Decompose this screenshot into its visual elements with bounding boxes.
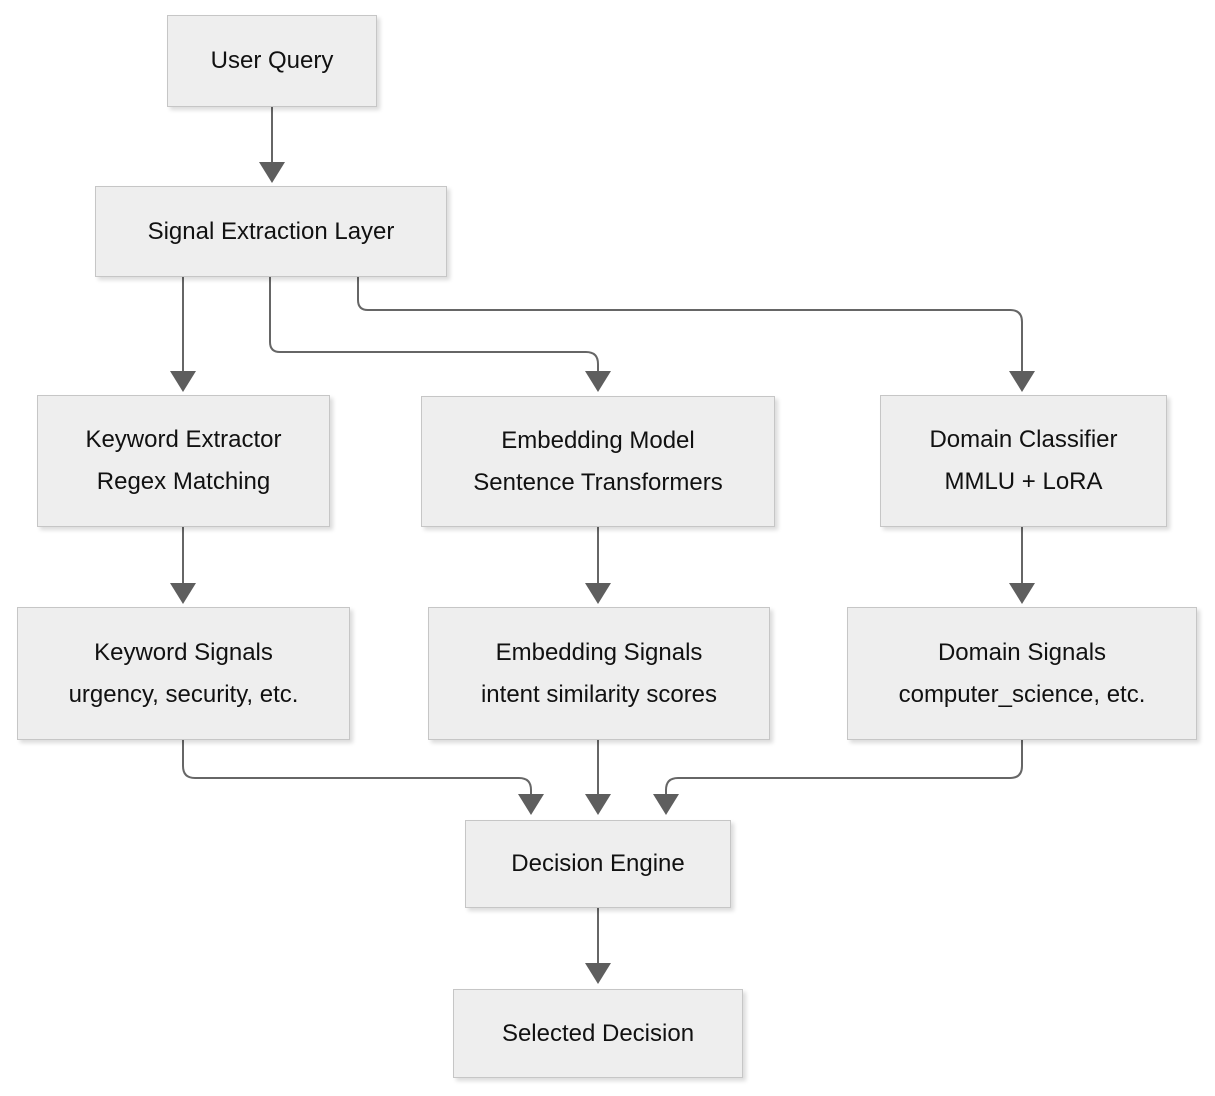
- arrowhead-icon: [585, 371, 611, 392]
- arrowhead-icon: [259, 162, 285, 183]
- node-selected-decision: Selected Decision: [453, 989, 743, 1078]
- node-label: Signal Extraction Layer: [147, 217, 395, 245]
- edge-signal-extraction-to-domain-classifier: [357, 277, 1035, 392]
- node-sublabel: intent similarity scores: [480, 680, 718, 708]
- node-decision-engine: Decision Engine: [465, 820, 731, 908]
- edge-user-query-to-signal-extraction: [259, 107, 285, 183]
- node-embedding-signals: Embedding Signals intent similarity scor…: [428, 607, 770, 740]
- node-sublabel: urgency, security, etc.: [68, 680, 299, 708]
- arrowhead-icon: [1009, 371, 1035, 392]
- node-domain-signals: Domain Signals computer_science, etc.: [847, 607, 1197, 740]
- node-domain-classifier: Domain Classifier MMLU + LoRA: [880, 395, 1167, 527]
- arrowhead-icon: [170, 583, 196, 604]
- arrowhead-icon: [585, 583, 611, 604]
- node-label: Keyword Signals: [94, 638, 273, 666]
- node-label: Embedding Model: [501, 426, 695, 454]
- node-signal-extraction-layer: Signal Extraction Layer: [95, 186, 447, 277]
- node-sublabel: Regex Matching: [96, 468, 271, 495]
- node-label: Embedding Signals: [495, 638, 703, 666]
- node-label: Selected Decision: [501, 1019, 695, 1047]
- node-sublabel: computer_science, etc.: [898, 680, 1146, 708]
- arrowhead-icon: [518, 794, 544, 815]
- node-embedding-model: Embedding Model Sentence Transformers: [421, 396, 775, 527]
- node-label: Decision Engine: [511, 850, 685, 877]
- node-keyword-signals: Keyword Signals urgency, security, etc.: [17, 607, 350, 740]
- arrowhead-icon: [585, 794, 611, 815]
- node-label: Domain Classifier: [929, 426, 1118, 453]
- edge-domain-classifier-to-domain-signals: [1009, 527, 1035, 604]
- edge-domain-signals-to-decision-engine: [653, 740, 1023, 815]
- node-user-query: User Query: [167, 15, 377, 107]
- node-label: Domain Signals: [937, 638, 1107, 666]
- node-label: Keyword Extractor: [85, 426, 282, 453]
- arrowhead-icon: [1009, 583, 1035, 604]
- arrowhead-icon: [653, 794, 679, 815]
- node-sublabel: Sentence Transformers: [473, 468, 723, 496]
- edge-signal-extraction-to-keyword-extractor: [170, 277, 196, 392]
- arrowhead-icon: [170, 371, 196, 392]
- edge-keyword-signals-to-decision-engine: [182, 740, 544, 815]
- edge-keyword-extractor-to-keyword-signals: [170, 527, 196, 604]
- edge-decision-engine-to-selected-decision: [585, 908, 611, 984]
- edge-signal-extraction-to-embedding-model: [269, 277, 611, 392]
- node-keyword-extractor: Keyword Extractor Regex Matching: [37, 395, 330, 527]
- node-label: User Query: [210, 47, 334, 74]
- node-sublabel: MMLU + LoRA: [944, 468, 1103, 495]
- edge-embedding-signals-to-decision-engine: [585, 740, 611, 815]
- edge-embedding-model-to-embedding-signals: [585, 527, 611, 604]
- arrowhead-icon: [585, 963, 611, 984]
